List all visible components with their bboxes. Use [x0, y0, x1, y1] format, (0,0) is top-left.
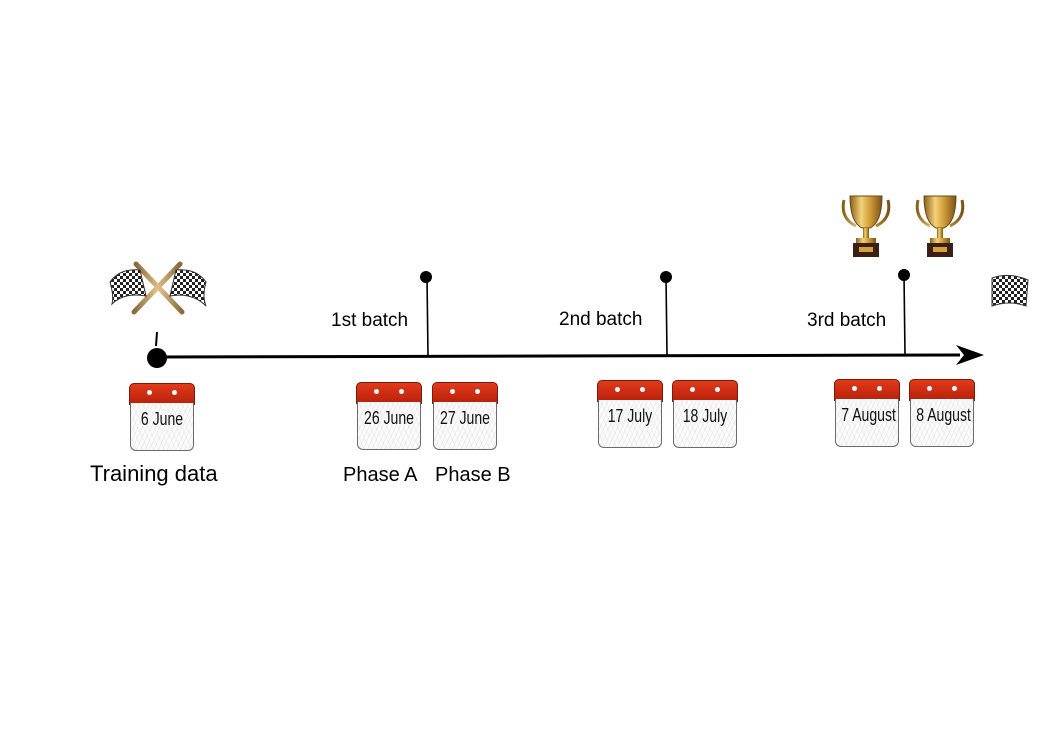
calendar-icon: 7 August [834, 379, 900, 447]
date-label: 7 August [841, 405, 896, 425]
calendar-icon: 27 June [432, 382, 498, 450]
date-label: 8 August [916, 405, 971, 425]
phase-a-label: Phase A [343, 464, 418, 486]
training-data-label: Training data [90, 461, 218, 486]
calendar-icon: 6 June [129, 383, 195, 451]
trophy-icon [915, 195, 965, 257]
calendar-icon: 26 June [356, 382, 422, 450]
calendar-icon: 17 July [597, 380, 663, 448]
crossed-checkered-flags-icon [109, 261, 207, 315]
calendar-icon: 8 August [909, 379, 975, 447]
checkered-flag-icon [987, 271, 1029, 330]
date-label: 17 July [607, 406, 653, 426]
date-label: 18 July [682, 406, 728, 426]
start-tick [155, 331, 158, 347]
calendar-icon: 18 July [672, 380, 738, 448]
date-label: 6 June [140, 409, 184, 429]
timeline-start-dot [147, 348, 167, 368]
timeline-arrowhead [956, 345, 984, 365]
batch-label-3: 3rd batch [807, 310, 887, 331]
batch-label-2: 2nd batch [559, 309, 643, 330]
trophy-icon [841, 195, 891, 257]
batch-label-1: 1st batch [331, 310, 409, 331]
batch-marker-3 [898, 269, 910, 356]
batch-marker-1 [420, 271, 432, 357]
batch-marker-2 [660, 271, 672, 356]
phase-b-label: Phase B [435, 464, 511, 486]
timeline-axis [156, 353, 961, 359]
date-label: 26 June [364, 408, 414, 428]
date-label: 27 June [440, 408, 490, 428]
